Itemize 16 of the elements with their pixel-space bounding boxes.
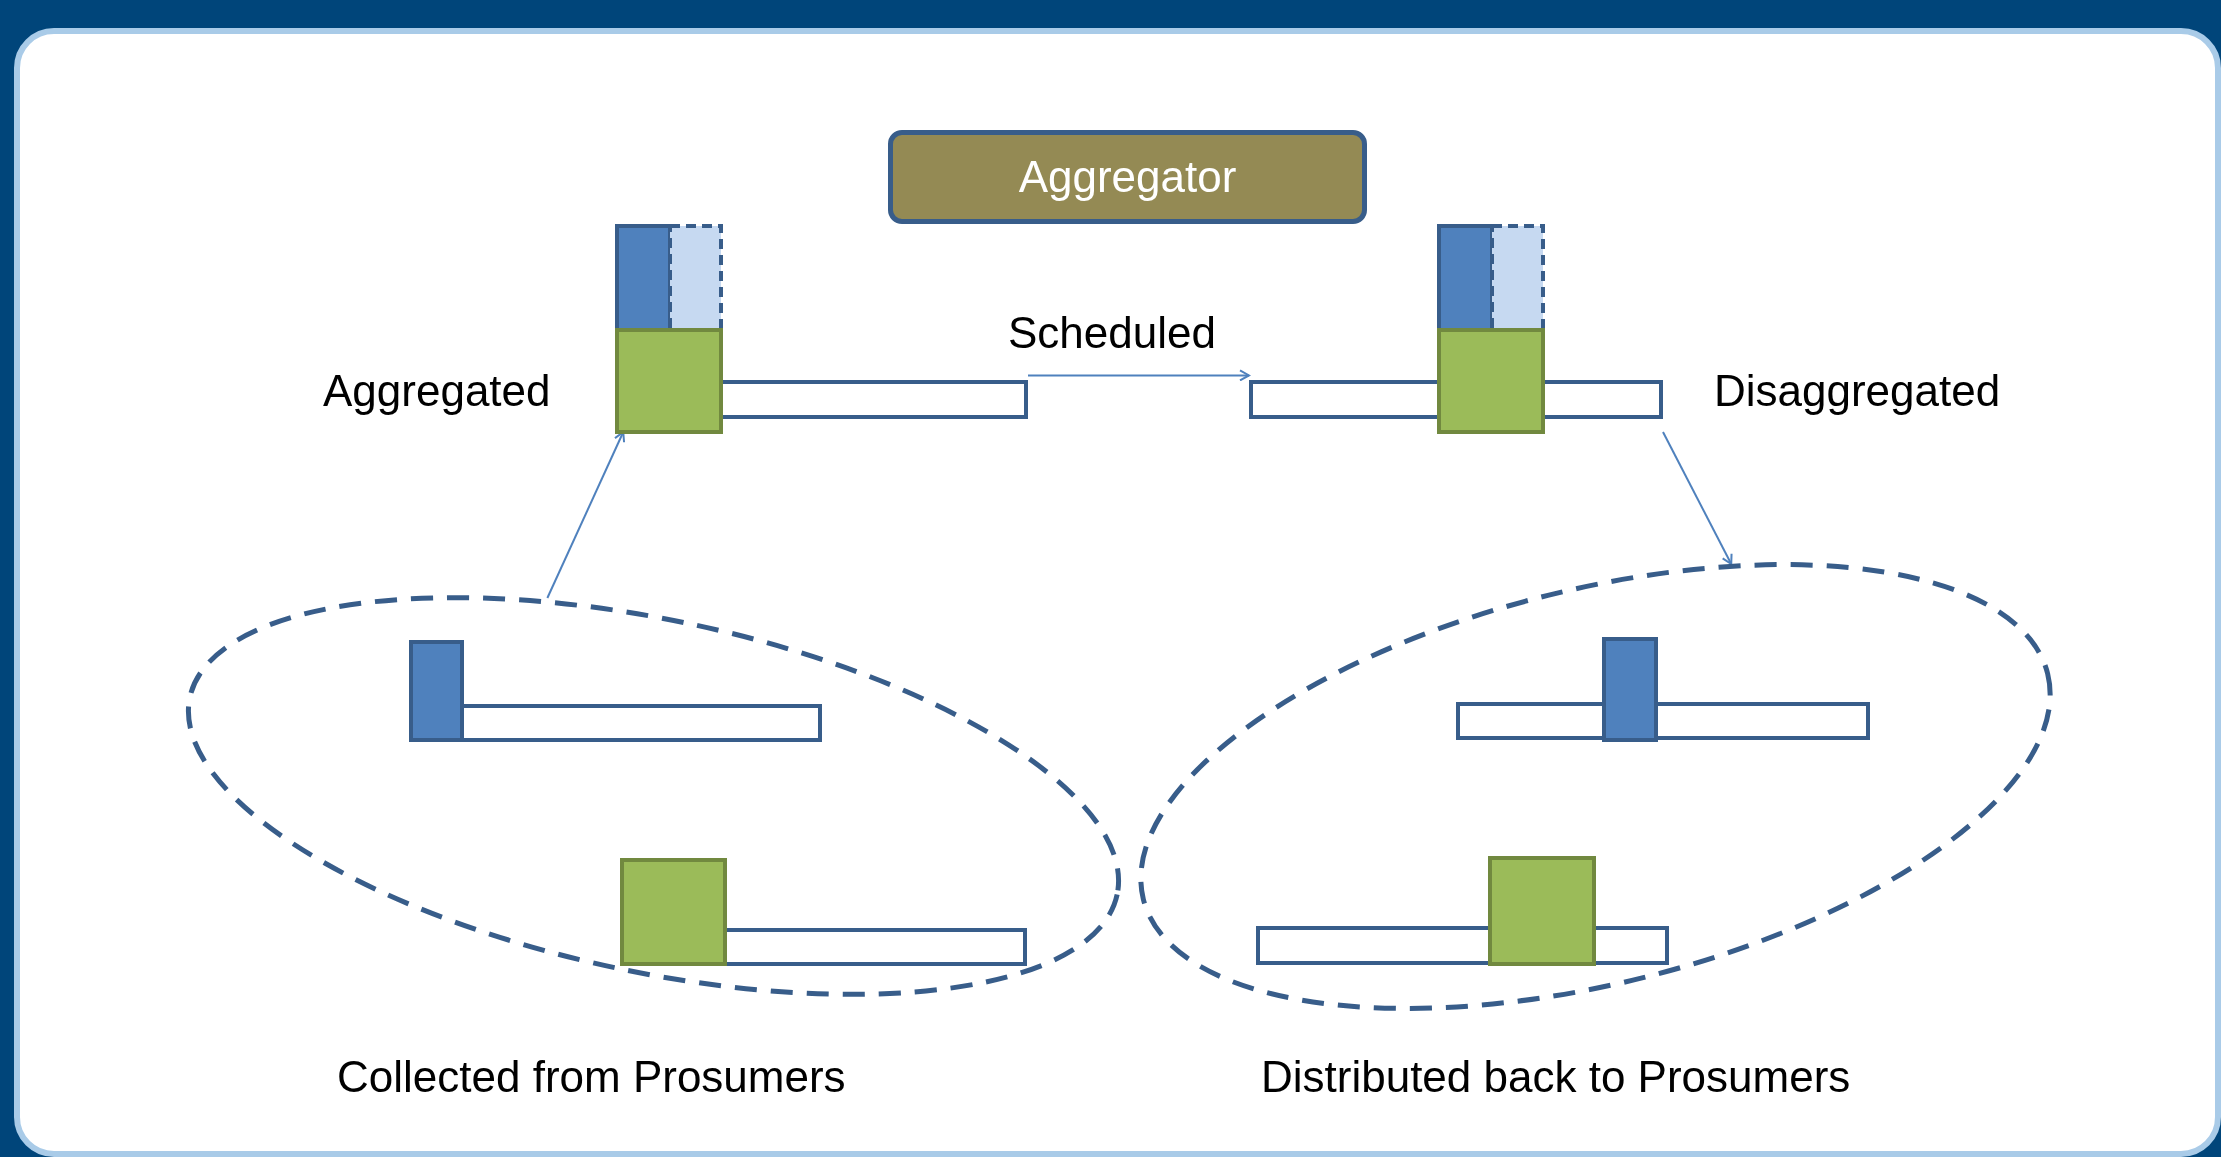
load-profile-drawing bbox=[1456, 637, 1870, 742]
node-label: Disaggregated bbox=[1714, 366, 2001, 416]
node-label: Distributed back to Prosumers bbox=[1261, 1052, 1851, 1102]
group-ellipse bbox=[188, 598, 1119, 994]
load-profile-drawing bbox=[409, 640, 822, 742]
arrow bbox=[1662, 431, 1733, 565]
node-label: Aggregated bbox=[323, 366, 551, 416]
load-profile-drawing bbox=[1256, 856, 1669, 966]
group-ellipse bbox=[1140, 564, 2051, 1009]
node-label: Collected from Prosumers bbox=[337, 1052, 846, 1102]
arrow bbox=[1027, 369, 1250, 382]
arrow bbox=[546, 431, 626, 599]
load-profile-drawing bbox=[620, 858, 1027, 966]
load-profile-drawing bbox=[1249, 224, 1663, 432]
box-title: Aggregator bbox=[1018, 152, 1237, 202]
process-box bbox=[888, 130, 1367, 224]
